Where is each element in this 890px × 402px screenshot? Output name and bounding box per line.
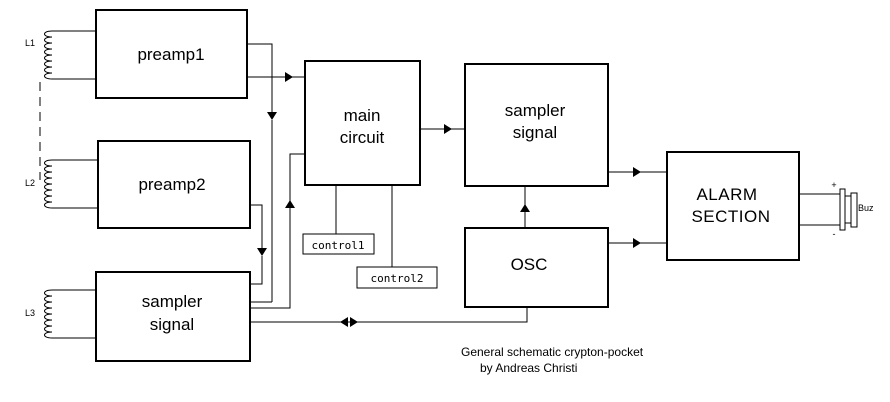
arrows <box>257 72 641 327</box>
alarm-line2: SECTION <box>691 207 770 226</box>
arrow-bidir-left <box>340 317 348 327</box>
arrow-main-to-sampler <box>444 124 452 134</box>
coil-l3: L3 <box>25 289 97 339</box>
block-alarm-section: ALARM SECTION <box>666 151 800 261</box>
control1-label: control1 <box>312 239 365 252</box>
control2-box: control2 <box>356 266 438 289</box>
block-sampler-signal-left: sampler signal <box>95 271 251 362</box>
block-main-circuit: main circuit <box>304 60 421 186</box>
block-sampler-signal-center: sampler signal <box>464 63 609 187</box>
arrow-preamp1-to-main <box>285 72 293 82</box>
sampler-left-line1: sampler <box>142 292 203 311</box>
block-preamp1: preamp1 <box>95 9 248 99</box>
arrow-up-sampler-to-main <box>285 200 295 208</box>
caption-line1: General schematic crypton-pocket <box>461 345 644 359</box>
preamp2-label: preamp2 <box>138 175 205 194</box>
coil-l1: L1 <box>25 30 97 80</box>
caption-line2: by Andreas Christi <box>480 361 577 375</box>
sampler-center-line2: signal <box>513 123 557 142</box>
arrow-bidir-right <box>350 317 358 327</box>
arrow-osc-to-alarm <box>633 238 641 248</box>
osc-label: OSC <box>511 255 548 274</box>
buzzer: + - Buz <box>831 180 874 239</box>
control1-box: control1 <box>302 233 375 255</box>
block-osc: OSC <box>464 227 609 308</box>
buzzer-label: Buz <box>858 203 874 213</box>
buzzer-plus: + <box>831 180 836 190</box>
arrow-down-preamp1-bus <box>267 112 277 120</box>
coil-l2-label: L2 <box>25 178 35 188</box>
alarm-line1: ALARM <box>696 185 757 204</box>
sampler-left-line2: signal <box>150 315 194 334</box>
control2-label: control2 <box>371 272 424 285</box>
buzzer-minus: - <box>833 229 836 239</box>
coil-l3-label: L3 <box>25 308 35 318</box>
arrow-osc-to-sampler <box>520 204 530 212</box>
block-preamp2: preamp2 <box>97 140 251 229</box>
sampler-center-line1: sampler <box>505 101 566 120</box>
preamp1-label: preamp1 <box>137 45 204 64</box>
arrow-sampler-to-alarm <box>633 167 641 177</box>
main-circuit-line2: circuit <box>340 128 385 147</box>
main-circuit-line1: main <box>344 106 381 125</box>
coil-l1-label: L1 <box>25 38 35 48</box>
coil-l2: L2 <box>25 159 99 209</box>
arrow-down-preamp2 <box>257 248 267 256</box>
